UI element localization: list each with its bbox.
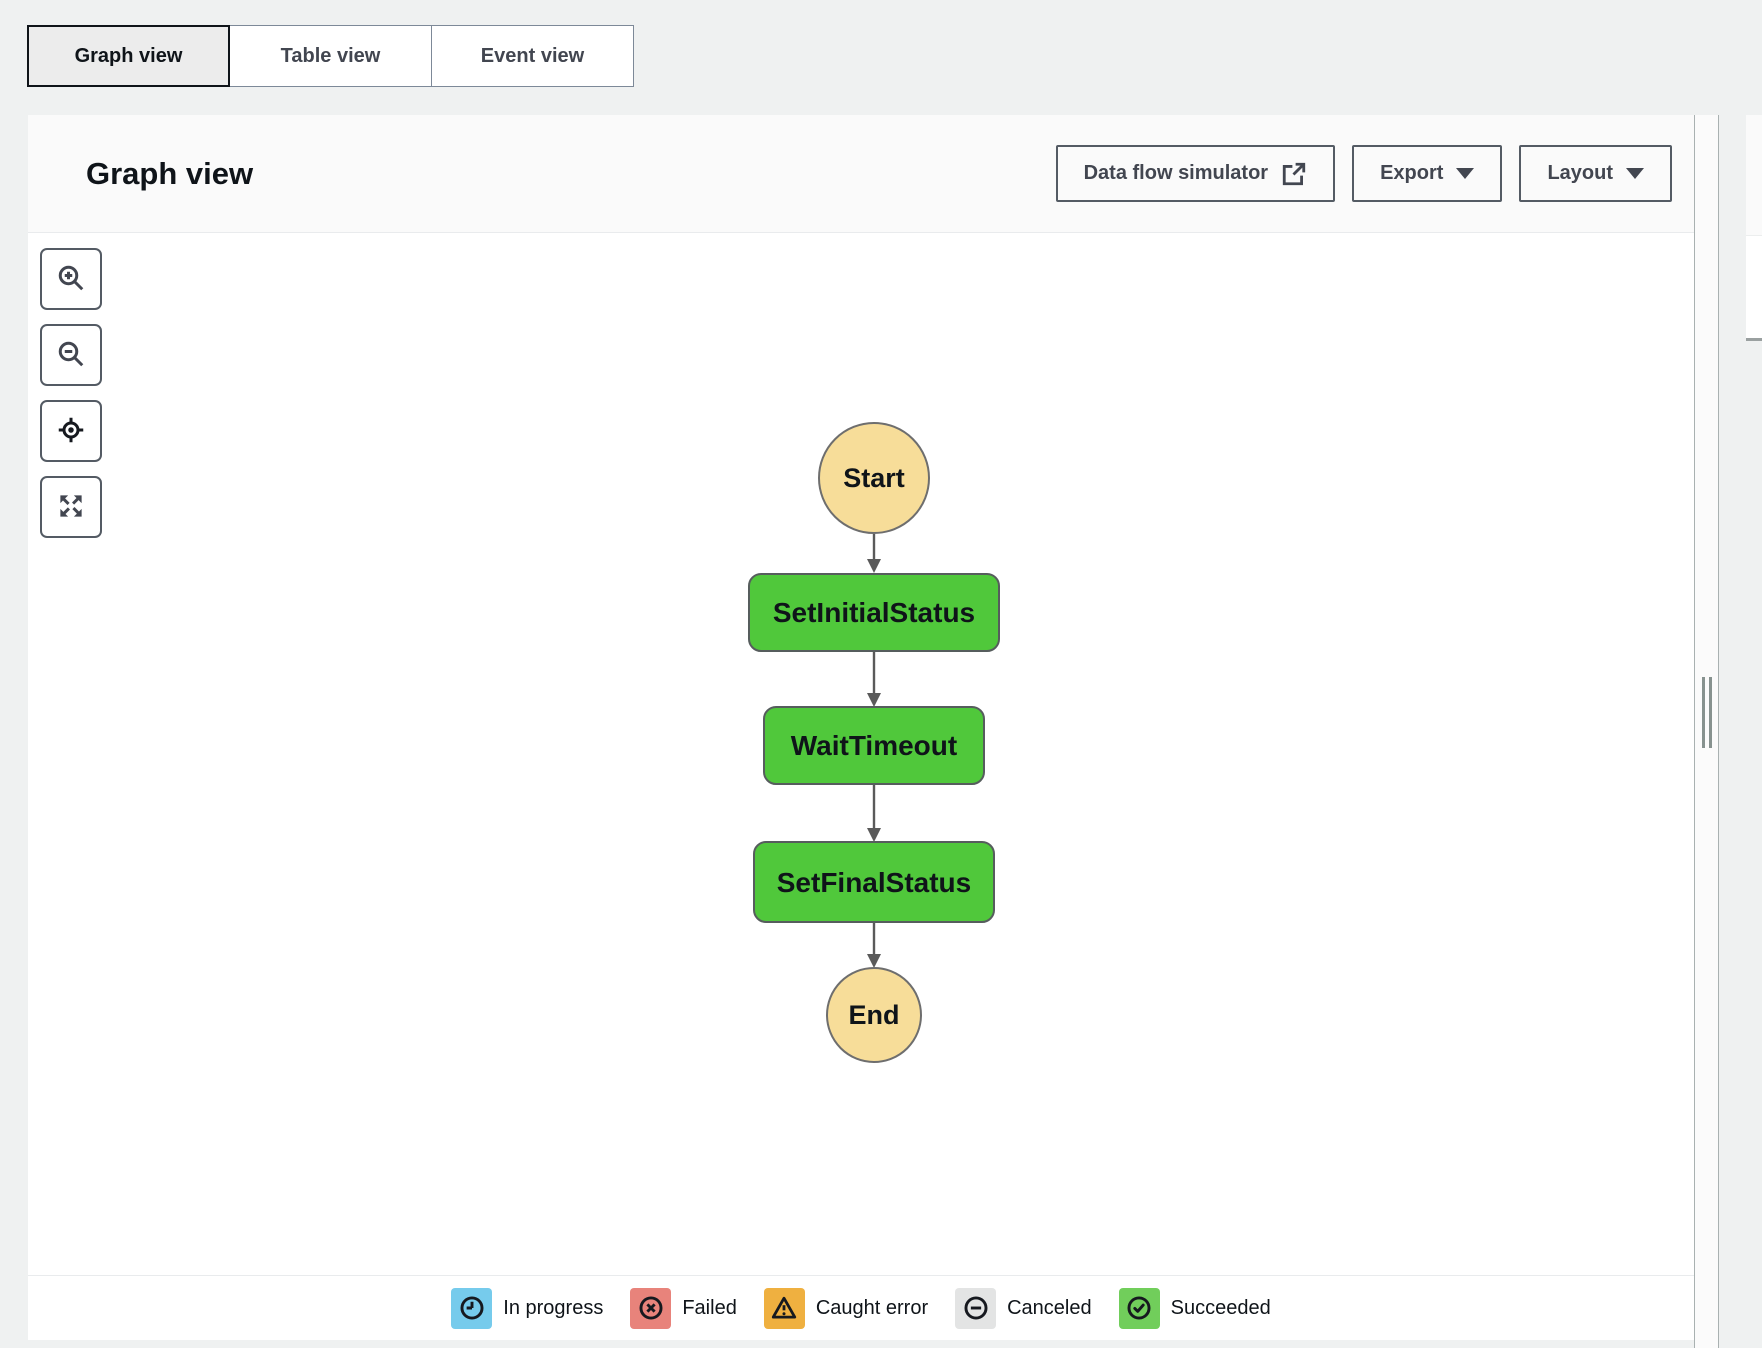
export-label: Export	[1380, 162, 1444, 184]
warning-triangle-icon	[763, 1287, 805, 1329]
clock-icon	[451, 1287, 493, 1329]
layout-label: Layout	[1547, 162, 1613, 184]
data-flow-simulator-label: Data flow simulator	[1083, 162, 1269, 184]
zoom-in-button[interactable]	[40, 248, 102, 310]
chevron-down-icon	[1626, 168, 1644, 179]
tab-table-view[interactable]: Table view	[229, 25, 432, 87]
center-target-icon	[56, 415, 86, 448]
state-machine-graph: Start SetInitialStatus WaitTimeout SetFi…	[748, 422, 1000, 1063]
circle-x-icon	[630, 1287, 672, 1329]
legend-item-succeeded: Succeeded	[1118, 1287, 1271, 1329]
node-start[interactable]: Start	[818, 422, 930, 534]
node-wait-timeout-label: WaitTimeout	[791, 730, 957, 761]
tab-graph-view[interactable]: Graph view	[27, 25, 230, 87]
zoom-in-icon	[56, 263, 86, 296]
page-title: Graph view	[86, 155, 254, 191]
splitter-drag-handle-icon[interactable]	[1701, 677, 1712, 748]
node-set-initial-status-label: SetInitialStatus	[773, 597, 975, 628]
node-start-label: Start	[843, 463, 905, 493]
graph-view-panel: Graph view Data flow simulator Export	[28, 115, 1694, 1340]
legend-label: Canceled	[1007, 1296, 1092, 1319]
external-link-icon	[1281, 161, 1307, 187]
tab-event-view[interactable]: Event view	[431, 25, 634, 87]
fullscreen-expand-icon	[56, 491, 86, 524]
legend-item-caught-error: Caught error	[763, 1287, 929, 1329]
layout-button[interactable]: Layout	[1519, 145, 1672, 202]
zoom-out-icon	[56, 339, 86, 372]
edge-start-to-setinitialstatus	[867, 534, 881, 573]
graph-canvas[interactable]: Start SetInitialStatus WaitTimeout SetFi…	[28, 233, 1694, 1275]
node-set-initial-status[interactable]: SetInitialStatus	[748, 573, 1000, 652]
panel-splitter[interactable]	[1694, 115, 1719, 1348]
export-button[interactable]: Export	[1352, 145, 1503, 202]
legend-label: Caught error	[815, 1296, 929, 1319]
canvas-controls	[40, 248, 102, 538]
legend-label: In progress	[503, 1296, 604, 1319]
adjacent-panel-edge	[1746, 115, 1762, 341]
adjacent-panel-header-edge	[1746, 115, 1762, 236]
legend-item-in-progress: In progress	[451, 1287, 604, 1329]
view-tabs: Graph view Table view Event view	[27, 25, 634, 87]
legend-item-canceled: Canceled	[955, 1287, 1092, 1329]
zoom-out-button[interactable]	[40, 324, 102, 386]
fullscreen-button[interactable]	[40, 476, 102, 538]
data-flow-simulator-button[interactable]: Data flow simulator	[1055, 145, 1336, 202]
node-set-final-status-label: SetFinalStatus	[777, 867, 971, 898]
chevron-down-icon	[1456, 168, 1475, 179]
circle-check-icon	[1118, 1287, 1160, 1329]
node-set-final-status[interactable]: SetFinalStatus	[753, 841, 995, 923]
node-end-label: End	[849, 1000, 900, 1030]
circle-minus-icon	[955, 1287, 997, 1329]
status-legend: In progress Failed	[28, 1275, 1694, 1340]
node-end[interactable]: End	[826, 967, 922, 1063]
panel-header: Graph view Data flow simulator Export	[28, 115, 1694, 233]
edge-waittimeout-to-setfinalstatus	[867, 785, 881, 842]
edge-setfinalstatus-to-end	[867, 923, 881, 968]
node-wait-timeout[interactable]: WaitTimeout	[763, 706, 985, 785]
header-actions: Data flow simulator Export Layout	[1055, 145, 1682, 202]
legend-label: Failed	[682, 1296, 737, 1319]
legend-item-failed: Failed	[630, 1287, 737, 1329]
legend-label: Succeeded	[1170, 1296, 1271, 1319]
center-graph-button[interactable]	[40, 400, 102, 462]
edge-setinitialstatus-to-waittimeout	[867, 652, 881, 707]
